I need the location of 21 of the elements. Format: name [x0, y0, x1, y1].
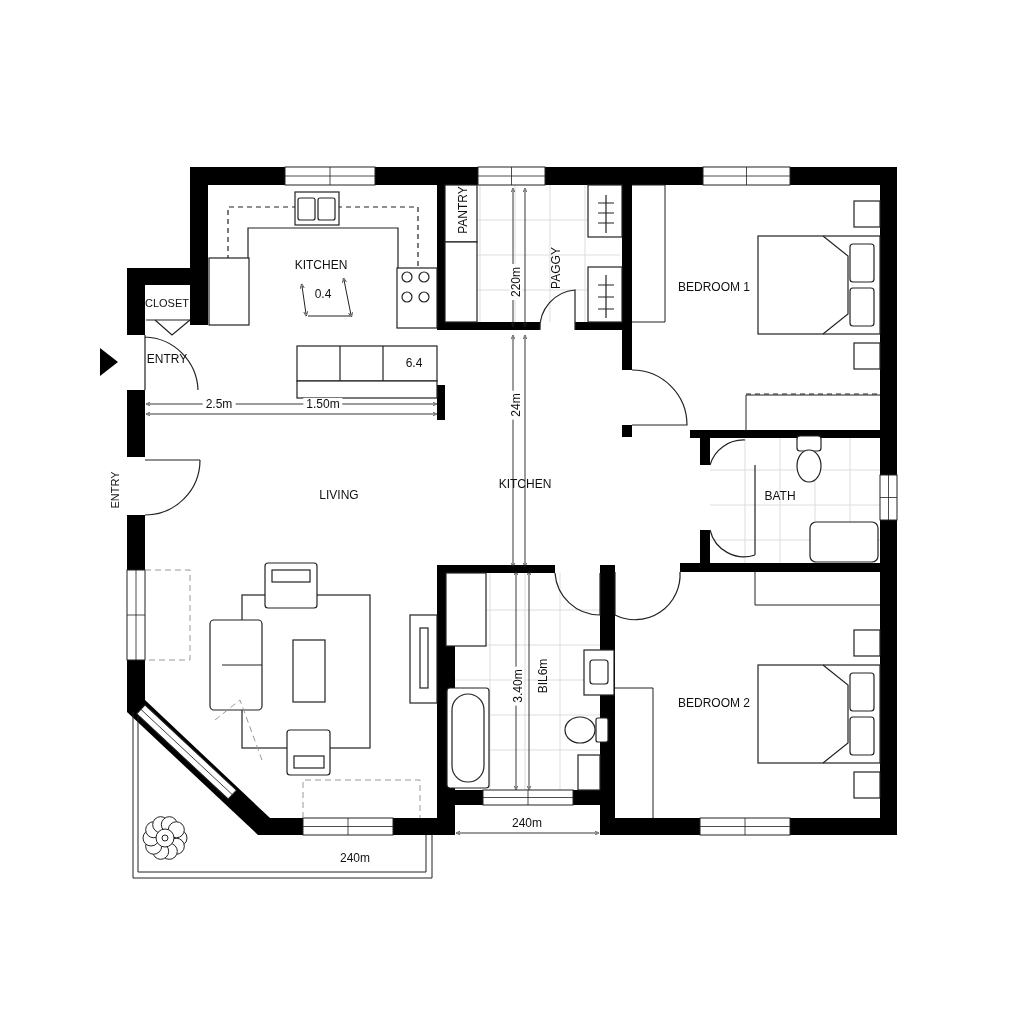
dimension-label: 1.50m: [303, 398, 343, 410]
room-label: BEDROOM 1: [678, 281, 750, 293]
dimension-label: BIL6m: [537, 658, 549, 694]
room-label: KITCHEN: [294, 259, 348, 271]
dimension-label: 240m: [512, 817, 542, 829]
room-label: BATH: [764, 490, 796, 502]
room-label: BEDROOM 2: [678, 697, 750, 709]
dimension-label: 6.4: [405, 357, 423, 369]
room-label: PAGGY: [550, 247, 562, 289]
room-label: ENTRY: [146, 353, 188, 365]
room-label: ENTRY: [109, 471, 121, 509]
dimension-label: 0.4: [314, 288, 332, 300]
dimension-label: 24m: [510, 390, 522, 420]
dimension-label: 2.5m: [202, 398, 236, 410]
dimension-label: 220m: [510, 264, 522, 300]
dimension-label: 240m: [340, 852, 370, 864]
room-label: PANTRY: [457, 186, 469, 234]
dimension-label: 3.40m: [512, 666, 524, 706]
room-label: LIVING: [319, 489, 359, 501]
room-label: CLOSET: [145, 297, 189, 309]
room-label: KITCHEN: [498, 478, 552, 490]
